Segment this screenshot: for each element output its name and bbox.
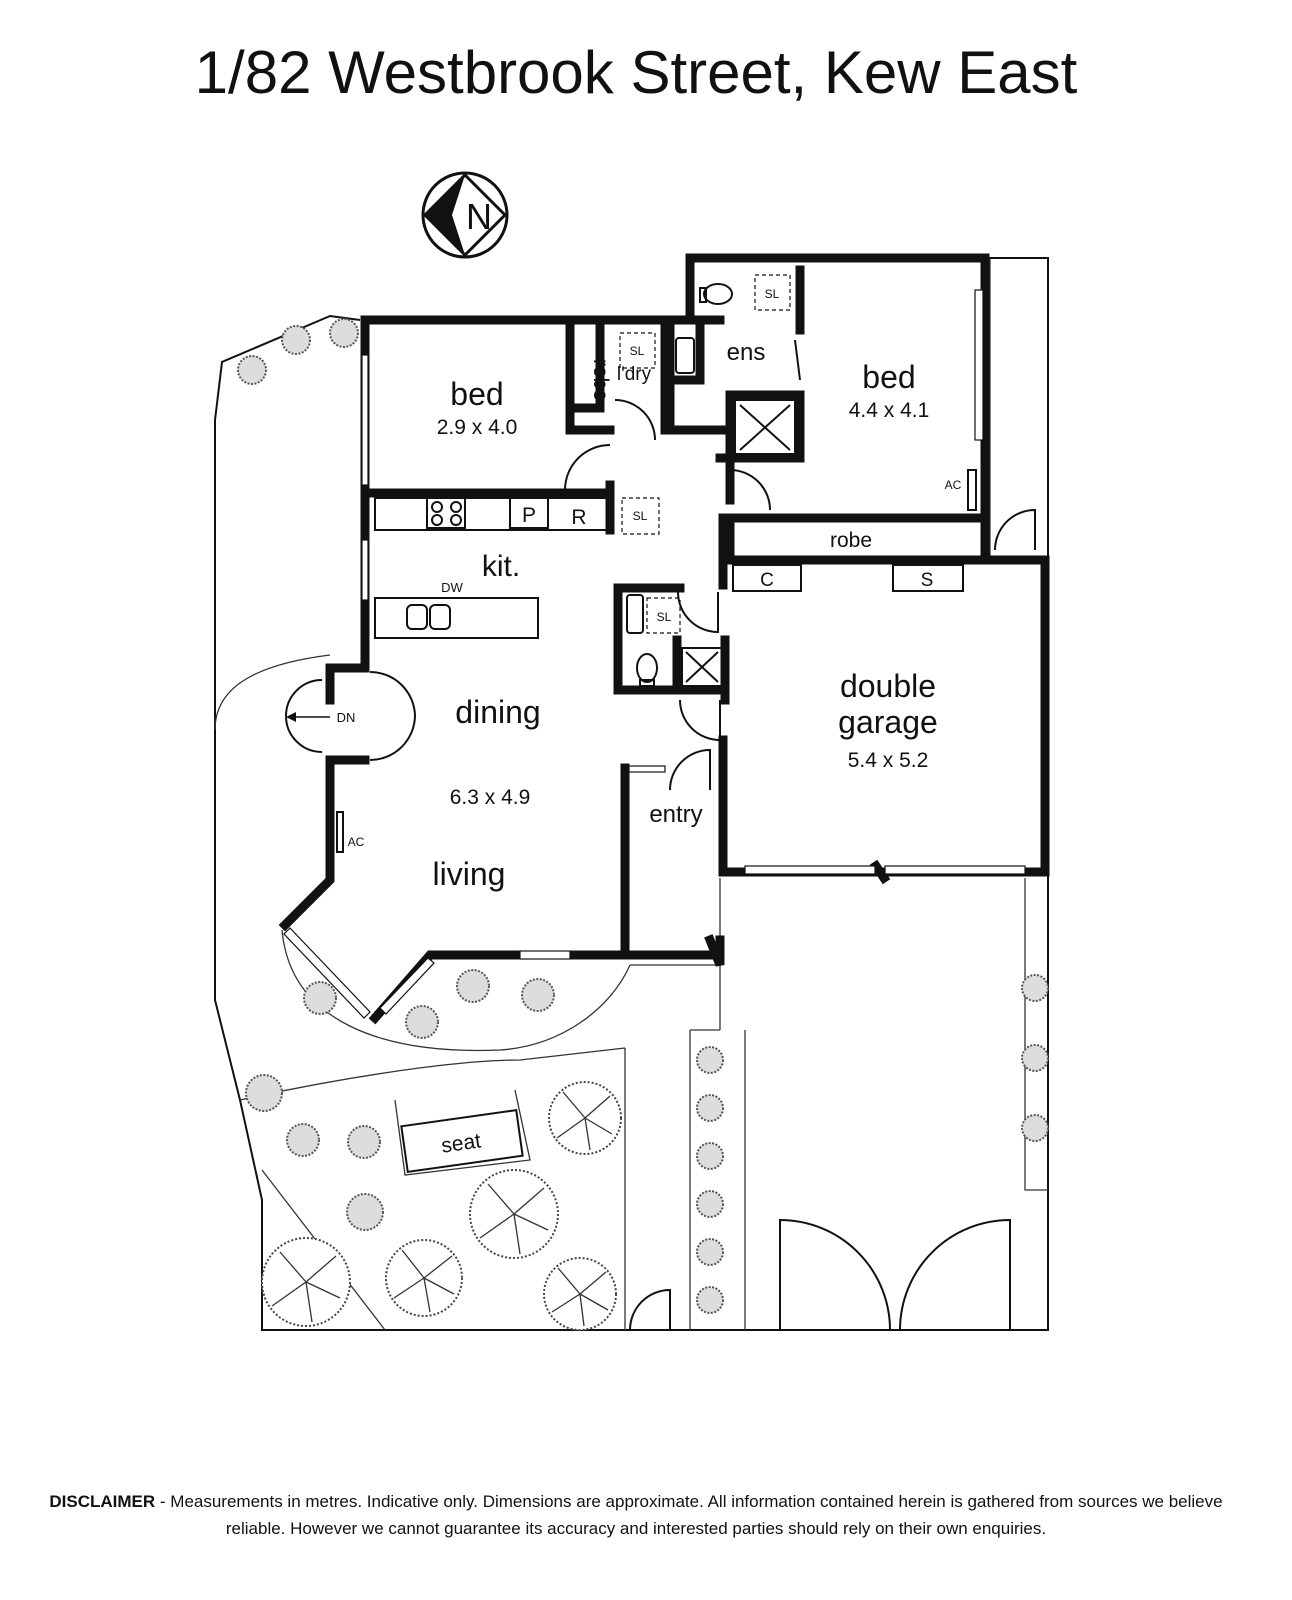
shrub-icon [696,1286,724,1314]
vanity-icon-2 [626,594,644,634]
shrub-icon [1021,1114,1049,1142]
shrub-icon [1021,974,1049,1002]
kitchen-label: kit. [482,550,520,583]
shrub-icon [696,1190,724,1218]
skylight-label-ldry: SL [630,344,645,358]
windows [283,289,1026,1019]
vanity-icon [675,337,695,374]
doors [285,339,1036,1331]
shrub-icon [303,981,337,1015]
shrub-icon [346,1193,384,1231]
tree-icon [261,1237,351,1327]
tree-icon [469,1169,559,1259]
disclaimer-text: - Measurements in metres. Indicative onl… [155,1492,1223,1538]
seat-label: seat [440,1129,483,1157]
skylights [619,274,791,634]
sink-icon [406,604,428,630]
living-label: living [433,856,506,892]
disclaimer: DISCLAIMER - Measurements in metres. Ind… [40,1488,1232,1542]
robe2-label: robe [830,529,872,552]
room-labels: bed 2.9 x 4.0 robe l'dry ens bed 4.4 x 4… [433,339,938,1158]
entry-label: entry [649,801,702,828]
skylight-label-hall: SL [633,509,648,523]
ens-label: ens [727,339,766,366]
toilet-icon-2 [636,653,658,683]
plantings [237,318,1049,1331]
garage-label-1: double [840,668,936,704]
skylight-label-ens: SL [765,287,780,301]
refrigerator-label: R [571,506,586,529]
robe1-label: robe [589,359,612,401]
shrub-icon [696,1142,724,1170]
cooktop-icon [426,497,466,529]
disclaimer-label: DISCLAIMER [49,1492,156,1511]
kitchen-fixtures [374,497,611,639]
shrub-icon [521,978,555,1012]
shrub-icon [405,1005,439,1039]
north-compass-icon: N [421,171,509,259]
fixture-labels: P R C S DW SL SL SL SL AC AC DN [337,287,962,849]
shrub-icon [329,318,359,348]
shrub-icon [286,1123,320,1157]
dining-label: dining [455,694,540,730]
shower-icon [734,399,796,455]
tree-icon [543,1257,617,1331]
skylight-label-bath: SL [657,610,672,624]
ac-label-living: AC [348,835,365,849]
cupboard-label: C [760,570,774,591]
shrub-icon [237,355,267,385]
shrub-icon [281,325,311,355]
ldry-label: l'dry [617,364,652,385]
bed1-dims: 2.9 x 4.0 [437,416,518,439]
ac-label-bed: AC [945,478,962,492]
down-label: DN [337,710,356,725]
bed2-label: bed [862,359,915,395]
shrub-icon [245,1074,283,1112]
bath-fixtures [336,283,977,853]
dining-living-dims: 6.3 x 4.9 [450,786,531,809]
bed1-label: bed [450,376,503,412]
toilet-icon [703,283,733,305]
shrub-icon [1021,1044,1049,1072]
garage-dims: 5.4 x 5.2 [848,749,929,772]
shrub-icon [696,1238,724,1266]
bed2-dims: 4.4 x 4.1 [849,399,930,422]
garage-label-2: garage [838,704,938,740]
page-title: 1/82 Westbrook Street, Kew East [194,39,1078,106]
tree-icon [385,1239,463,1317]
shower-icon-2 [681,647,723,687]
shrub-icon [696,1094,724,1122]
shrub-icon [696,1046,724,1074]
shrub-icon [347,1125,381,1159]
pantry-label: P [522,504,536,527]
compass-label: N [466,196,492,237]
tree-icon [548,1081,622,1155]
storage-label: S [921,570,934,591]
shrub-icon [456,969,490,1003]
dishwasher-label: DW [441,580,463,595]
storage-boxes [732,564,964,592]
